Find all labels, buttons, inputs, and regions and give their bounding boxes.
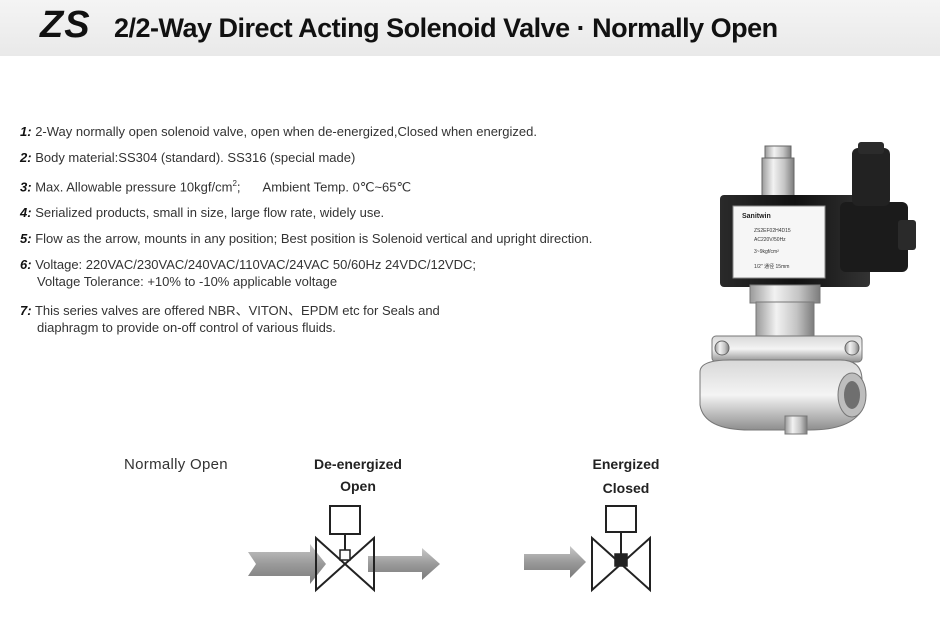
- spec-list: 1: 2-Way normally open solenoid valve, o…: [20, 119, 660, 338]
- spec-text: 2-Way normally open solenoid valve, open…: [35, 124, 537, 139]
- diagram-mode-label: Normally Open: [124, 456, 228, 473]
- flow-in-arrow: [524, 546, 586, 578]
- spec-number: 4:: [20, 205, 32, 221]
- deenergized-title: De-energized: [314, 456, 402, 472]
- spec-superscript: 2: [232, 179, 237, 188]
- spec-text: Flow as the arrow, mounts in any positio…: [35, 231, 593, 247]
- spec-text: Voltage: 220VAC/230VAC/240VAC/110VAC/24V…: [35, 257, 476, 273]
- spec-number: 3:: [20, 179, 32, 195]
- spec-number: 6:: [20, 257, 32, 273]
- spec-item-6-continued: Voltage Tolerance: +10% to -10% applicab…: [37, 274, 338, 290]
- spec-text-extra: Ambient Temp. 0℃~65℃: [262, 179, 412, 195]
- spec-text: Serialized products, small in size, larg…: [35, 205, 385, 221]
- spec-number: 5:: [20, 231, 32, 247]
- spec-number: 1:: [20, 124, 32, 139]
- deenergized-state-label: De-energized Open: [298, 456, 418, 494]
- energized-title: Energized: [592, 456, 660, 472]
- energized-state-label: Energized Closed: [566, 456, 686, 496]
- coil-brand: Sanitwin: [742, 213, 771, 220]
- open-valve-symbol: [248, 505, 440, 593]
- spec-item-7-continued: diaphragm to provide on-off control of v…: [37, 320, 336, 336]
- spec-item-5: 5: Flow as the arrow, mounts in any posi…: [20, 226, 660, 252]
- flow-in-arrow: [248, 544, 326, 584]
- spec-item-3: 3: Max. Allowable pressure 10kgf/cm2; Amb…: [20, 171, 660, 200]
- page-title: 2/2-Way Direct Acting Solenoid Valve · N…: [114, 13, 778, 43]
- spec-item-7: 7: This series valves are offered NBR、VI…: [20, 298, 660, 324]
- spec-text: Body material:SS304 (standard). SS316 (s…: [35, 150, 356, 165]
- solenoid-valve-image: Sanitwin ZS2EF02H4D15 AC220V/50Hz 3~9kgf…: [699, 142, 916, 435]
- spec-text: This series valves are offered NBR、VITON…: [34, 303, 440, 319]
- spec-number: 7:: [20, 303, 32, 319]
- coil-label-line: AC220V/50Hz: [754, 237, 786, 243]
- coil-label-line: 1/2" 通径 15mm: [754, 263, 789, 270]
- spec-text-tail: ;: [236, 179, 241, 195]
- coil-label-line: 3~9kgf/cm²: [754, 249, 779, 255]
- energized-status: Closed: [602, 480, 650, 496]
- spec-item-2: 2: Body material:SS304 (standard). SS316…: [20, 145, 660, 171]
- spec-item-6: 6: Voltage: 220VAC/230VAC/240VAC/110VAC/…: [20, 252, 660, 278]
- spec-item-4: 4: Serialized products, small in size, l…: [20, 200, 660, 226]
- flow-out-arrow: [368, 548, 440, 580]
- spec-text: Max. Allowable pressure 10kgf/cm: [35, 179, 233, 195]
- spec-item-1: 1: 2-Way normally open solenoid valve, o…: [20, 119, 660, 145]
- closed-valve-symbol: [524, 505, 651, 593]
- deenergized-status: Open: [340, 478, 376, 494]
- header-banner: ZS 2/2-Way Direct Acting Solenoid Valve …: [0, 0, 940, 56]
- series-code: ZS: [40, 4, 91, 46]
- spec-number: 2:: [20, 150, 32, 165]
- coil-label-line: ZS2EF02H4D15: [754, 228, 791, 234]
